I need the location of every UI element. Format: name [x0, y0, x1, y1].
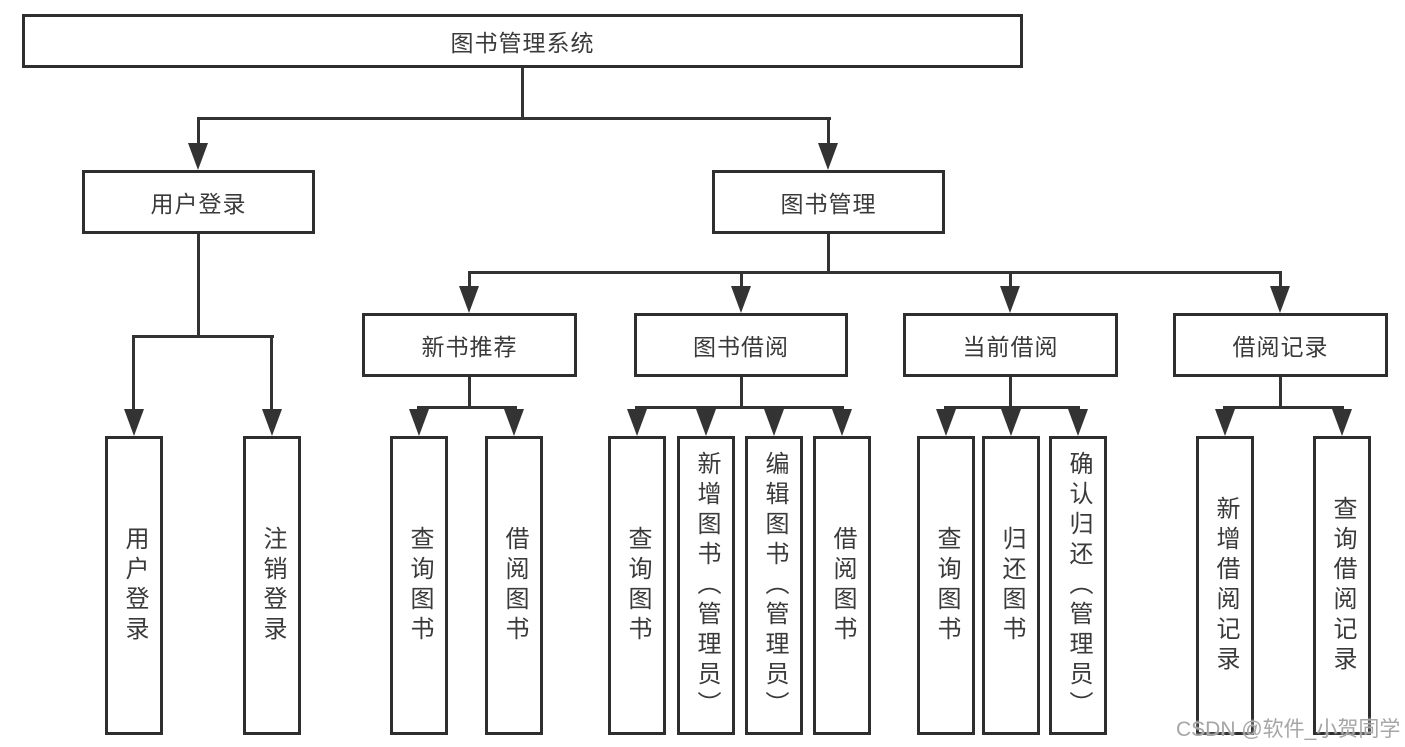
connector-line [132, 335, 135, 412]
arrow-down-icon [1270, 286, 1290, 313]
connector-line [197, 234, 200, 337]
connector-line [270, 335, 273, 412]
arrow-down-icon [459, 286, 479, 313]
arrow-down-icon [1068, 409, 1088, 436]
leaf-logout: 注销登录 [243, 436, 301, 735]
connector-line [1009, 271, 1012, 288]
leaf-edit-books-admin: 编辑图书（管理员） [745, 436, 803, 735]
connector-line [944, 406, 1080, 409]
arrow-down-icon [764, 409, 784, 436]
connector-line [635, 406, 844, 409]
connector-line [827, 117, 830, 145]
leaf-query-books: 查询图书 [608, 436, 666, 735]
node-book-management: 图书管理 [712, 170, 945, 234]
connector-line [468, 271, 471, 288]
node-label: 查询图书 [624, 525, 651, 646]
arrow-down-icon [627, 409, 647, 436]
connector-line [1279, 271, 1282, 288]
arrow-down-icon [832, 409, 852, 436]
connector-line [1279, 377, 1282, 408]
node-label: 图书借阅 [693, 334, 789, 360]
arrow-down-icon [818, 143, 838, 170]
connector-line [417, 406, 517, 409]
connector-line [197, 117, 200, 145]
node-label: 查询借阅记录 [1329, 495, 1356, 676]
leaf-query-books: 查询图书 [390, 436, 448, 735]
node-current-borrow: 当前借阅 [903, 313, 1118, 377]
node-label: 用户登录 [150, 191, 247, 217]
leaf-add-borrow-record: 新增借阅记录 [1196, 436, 1254, 735]
arrow-down-icon [1000, 286, 1020, 313]
connector-line [197, 117, 831, 120]
arrow-down-icon [188, 143, 208, 170]
node-label: 查询图书 [406, 525, 433, 646]
leaf-add-books-admin: 新增图书（管理员） [677, 436, 735, 735]
node-new-book-recommend: 新书推荐 [362, 313, 577, 377]
node-label: 当前借阅 [962, 334, 1059, 360]
arrow-down-icon [504, 409, 524, 436]
connector-line [740, 377, 743, 408]
connector-line [827, 233, 830, 273]
arrow-down-icon [1332, 409, 1352, 436]
connector-line [132, 335, 274, 338]
connector-line [521, 68, 524, 117]
watermark: CSDN @软件_小贺同学 [1176, 718, 1401, 741]
arrow-down-icon [262, 409, 282, 436]
leaf-borrow-books: 借阅图书 [813, 436, 871, 735]
arrow-down-icon [124, 409, 144, 436]
node-label: 图书管理系统 [450, 30, 595, 56]
connector-line [468, 271, 1282, 274]
arrow-down-icon [696, 409, 716, 436]
arrow-down-icon [936, 409, 956, 436]
arrow-down-icon [409, 409, 429, 436]
node-label: 新增借阅记录 [1212, 495, 1239, 676]
leaf-query-books: 查询图书 [917, 436, 975, 735]
connector-line [468, 377, 471, 408]
node-label: 借阅图书 [829, 525, 856, 646]
connector-line [1009, 377, 1012, 408]
node-label: 借阅记录 [1232, 334, 1329, 360]
node-label: 图书管理 [780, 191, 877, 217]
node-label: 编辑图书（管理员） [761, 450, 788, 721]
leaf-confirm-return-admin: 确认归还（管理员） [1049, 436, 1107, 735]
connector-line [740, 271, 743, 288]
arrow-down-icon [731, 286, 751, 313]
node-label: 归还图书 [998, 525, 1025, 646]
node-label: 确认归还（管理员） [1065, 450, 1092, 721]
node-root: 图书管理系统 [22, 14, 1023, 68]
arrow-down-icon [1001, 409, 1021, 436]
node-label: 注销登录 [259, 525, 286, 646]
leaf-user-login: 用户登录 [105, 436, 163, 735]
arrow-down-icon [1215, 409, 1235, 436]
connector-line [1223, 406, 1344, 409]
leaf-borrow-books: 借阅图书 [485, 436, 543, 735]
leaf-query-borrow-record: 查询借阅记录 [1313, 436, 1371, 735]
node-book-borrow: 图书借阅 [634, 313, 848, 377]
node-label: 新书推荐 [421, 334, 518, 360]
node-label: 查询图书 [933, 525, 960, 646]
node-label: 用户登录 [121, 525, 148, 646]
leaf-return-books: 归还图书 [982, 436, 1040, 735]
node-label: 新增图书（管理员） [693, 450, 720, 721]
node-borrow-records: 借阅记录 [1173, 313, 1388, 377]
node-label: 借阅图书 [501, 525, 528, 646]
node-user-login: 用户登录 [82, 170, 315, 234]
